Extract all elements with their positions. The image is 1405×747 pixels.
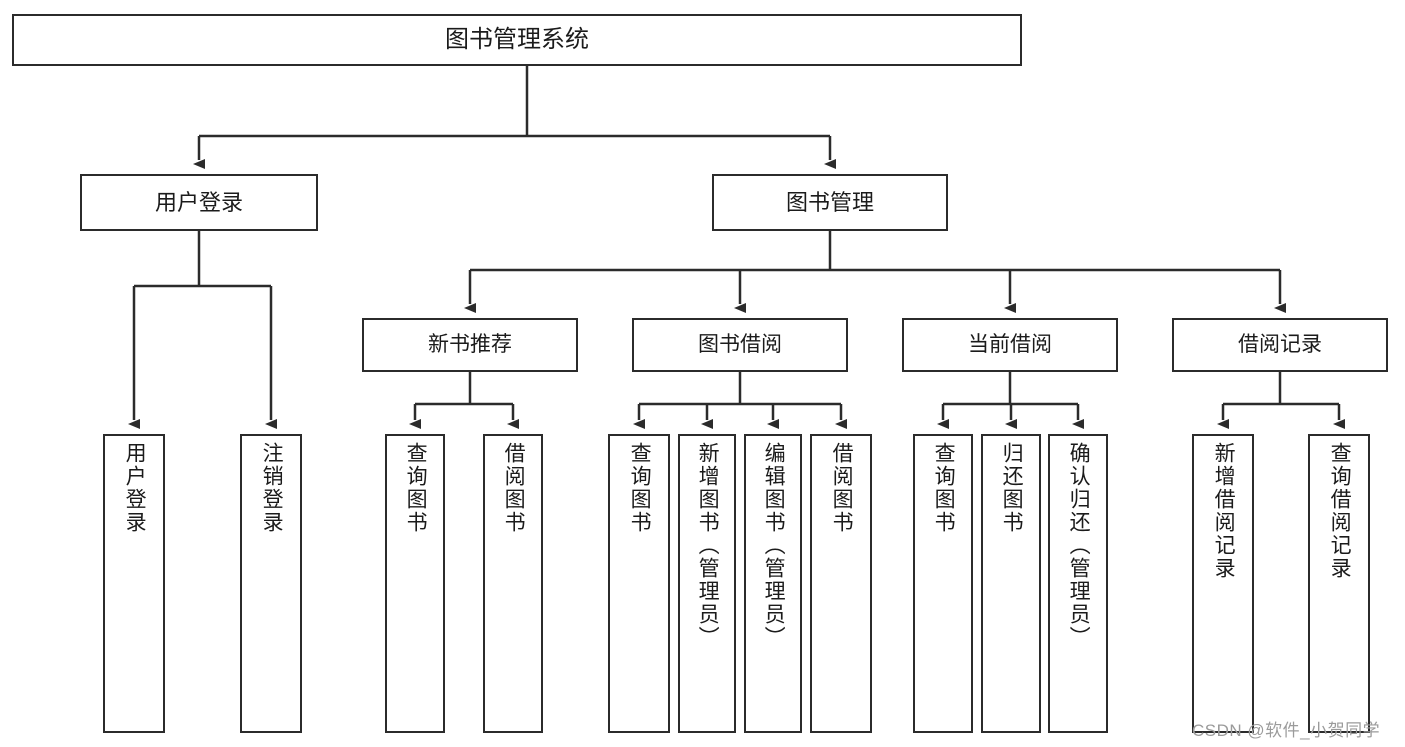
- leaf-label: 查询图书: [628, 442, 652, 534]
- node-current-borrow[interactable]: 当前借阅: [902, 318, 1118, 372]
- leaf-label: 查询借阅记录: [1328, 442, 1352, 580]
- leaf-label: 归还图书: [1000, 442, 1024, 534]
- leaf-query-book-current[interactable]: 查询图书: [913, 434, 973, 733]
- leaf-label: 确认归还（管理员）: [1067, 442, 1091, 649]
- leaf-user-login[interactable]: 用户登录: [103, 434, 165, 733]
- leaf-query-book-newbook[interactable]: 查询图书: [385, 434, 445, 733]
- node-root[interactable]: 图书管理系统: [12, 14, 1022, 66]
- node-user-login[interactable]: 用户登录: [80, 174, 318, 231]
- leaf-confirm-return-admin[interactable]: 确认归还（管理员）: [1048, 434, 1108, 733]
- leaf-label: 用户登录: [123, 442, 147, 534]
- watermark-text: CSDN @软件_小贺同学: [1192, 721, 1381, 740]
- node-book-management[interactable]: 图书管理: [712, 174, 948, 231]
- leaf-add-book-admin[interactable]: 新增图书（管理员）: [678, 434, 736, 733]
- leaf-label: 借阅图书: [830, 442, 854, 534]
- leaf-query-book-borrow[interactable]: 查询图书: [608, 434, 670, 733]
- leaf-label: 新增借阅记录: [1212, 442, 1236, 580]
- leaf-return-book[interactable]: 归还图书: [981, 434, 1041, 733]
- leaf-add-borrow-record[interactable]: 新增借阅记录: [1192, 434, 1254, 733]
- node-borrow-records[interactable]: 借阅记录: [1172, 318, 1388, 372]
- leaf-label: 借阅图书: [502, 442, 526, 534]
- leaf-borrow-book-newbook[interactable]: 借阅图书: [483, 434, 543, 733]
- leaf-label: 查询图书: [932, 442, 956, 534]
- leaf-label: 编辑图书（管理员）: [762, 442, 786, 649]
- node-new-book-recommend[interactable]: 新书推荐: [362, 318, 578, 372]
- leaf-label: 注销登录: [260, 442, 284, 534]
- leaf-edit-book-admin[interactable]: 编辑图书（管理员）: [744, 434, 802, 733]
- node-book-borrow[interactable]: 图书借阅: [632, 318, 848, 372]
- leaf-label: 新增图书（管理员）: [696, 442, 720, 649]
- leaf-logout-login[interactable]: 注销登录: [240, 434, 302, 733]
- leaf-query-borrow-record[interactable]: 查询借阅记录: [1308, 434, 1370, 733]
- leaf-label: 查询图书: [404, 442, 428, 534]
- leaf-borrow-book[interactable]: 借阅图书: [810, 434, 872, 733]
